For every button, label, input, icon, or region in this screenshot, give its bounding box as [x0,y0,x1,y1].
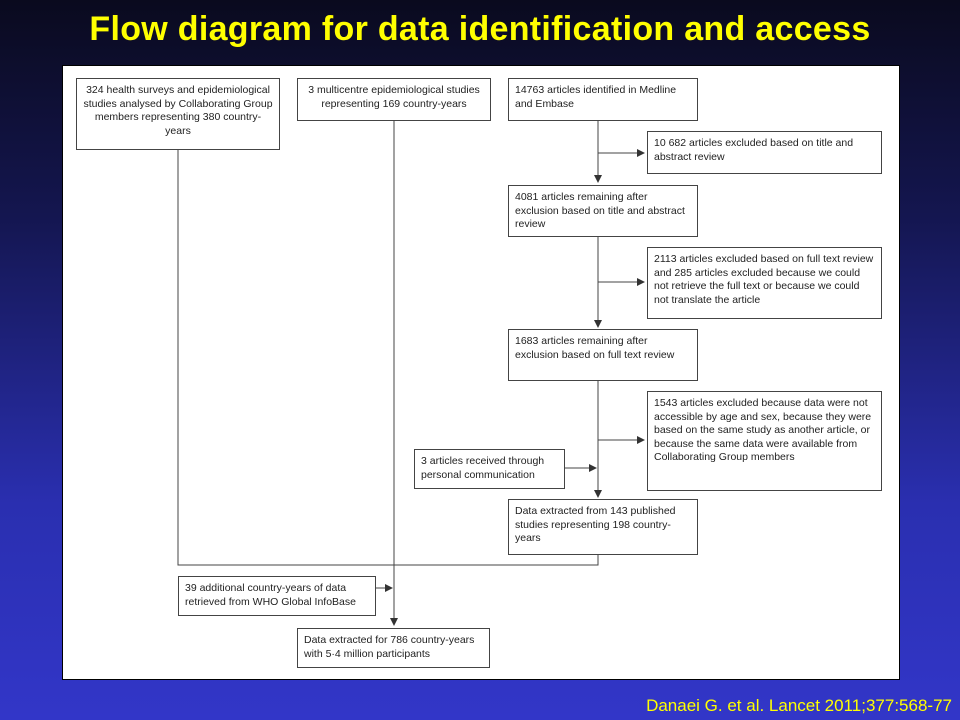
box-who-additional-text: 39 additional country-years of data retr… [185,582,356,608]
box-personal-communication-text: 3 articles received through personal com… [421,455,545,481]
box-remaining-full-text-text: 1683 articles remaining after exclusion … [515,335,675,361]
citation: Danaei G. et al. Lancet 2011;377:568-77 [646,696,952,715]
box-excluded-title-abstract-text: 10 682 articles excluded based on title … [654,137,854,163]
box-excluded-access: 1543 articles excluded because data were… [647,391,882,491]
box-who-additional: 39 additional country-years of data retr… [178,576,376,616]
box-articles-identified-text: 14763 articles identified in Medline and… [515,84,677,110]
box-excluded-title-abstract: 10 682 articles excluded based on title … [647,131,882,174]
box-final-extracted: Data extracted for 786 country-years wit… [297,628,490,668]
flow-diagram-panel: 324 health surveys and epidemiological s… [62,65,900,680]
box-extracted-published: Data extracted from 143 published studie… [508,499,698,555]
box-excluded-access-text: 1543 articles excluded because data were… [654,397,872,463]
box-remaining-full-text: 1683 articles remaining after exclusion … [508,329,698,381]
box-extracted-published-text: Data extracted from 143 published studie… [515,505,676,544]
box-excluded-full-text: 2113 articles excluded based on full tex… [647,247,882,319]
box-multicentre-text: 3 multicentre epidemiological studies re… [308,84,480,110]
box-health-surveys: 324 health surveys and epidemiological s… [76,78,280,150]
box-excluded-full-text-text: 2113 articles excluded based on full tex… [654,253,874,306]
connector-lines [177,121,645,626]
slide-title: Flow diagram for data identification and… [89,10,871,48]
box-remaining-title-abstract: 4081 articles remaining after exclusion … [508,185,698,237]
box-articles-identified: 14763 articles identified in Medline and… [508,78,698,121]
box-multicentre: 3 multicentre epidemiological studies re… [297,78,491,121]
box-final-extracted-text: Data extracted for 786 country-years wit… [304,634,475,660]
box-personal-communication: 3 articles received through personal com… [414,449,565,489]
box-remaining-title-abstract-text: 4081 articles remaining after exclusion … [515,191,685,230]
box-health-surveys-text: 324 health surveys and epidemiological s… [83,84,273,137]
